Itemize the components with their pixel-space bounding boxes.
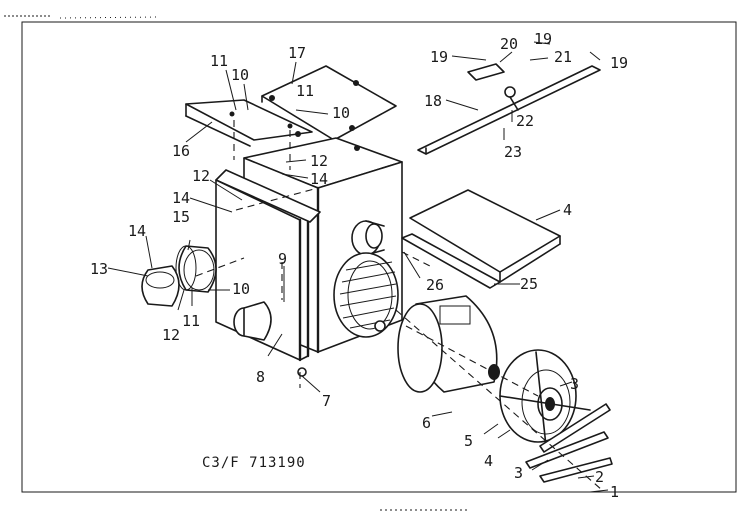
label-3-wheel: 3 bbox=[570, 375, 579, 393]
top-cover-plate bbox=[261, 65, 397, 141]
label-3-rail: 3 bbox=[514, 464, 523, 482]
slide-rail bbox=[401, 233, 501, 289]
label-13: 13 bbox=[90, 260, 108, 278]
label-12-collar: 12 bbox=[162, 326, 180, 344]
label-14-box: 14 bbox=[310, 170, 328, 188]
label-22: 22 bbox=[516, 112, 534, 130]
label-10-top-left: 10 bbox=[231, 66, 249, 84]
label-8: 8 bbox=[256, 368, 265, 386]
label-4-cover: 4 bbox=[563, 201, 572, 219]
callout-labels: 1 2 3 3 4 4 5 6 7 8 9 10 10 10 11 11 11 … bbox=[90, 30, 628, 501]
duct-collars bbox=[141, 245, 217, 307]
label-20: 20 bbox=[500, 35, 518, 53]
mounting-bracket bbox=[185, 99, 313, 147]
label-19-right: 19 bbox=[610, 54, 628, 72]
scan-artifacts bbox=[4, 15, 470, 511]
label-26: 26 bbox=[426, 276, 444, 294]
label-18: 18 bbox=[424, 92, 442, 110]
label-4-wheel: 4 bbox=[484, 452, 493, 470]
leader-lines bbox=[107, 41, 609, 493]
label-11-collar: 11 bbox=[182, 312, 200, 330]
label-12-box: 12 bbox=[310, 152, 328, 170]
diagram-caption: C3/F 713190 bbox=[202, 455, 306, 471]
label-19-left: 19 bbox=[430, 48, 448, 66]
access-cover-panel bbox=[409, 189, 561, 283]
assembly-lines bbox=[195, 120, 603, 491]
label-12-panel: 12 bbox=[192, 167, 210, 185]
blower-motor bbox=[397, 295, 500, 393]
bottom-rails bbox=[525, 403, 613, 483]
label-1: 1 bbox=[610, 483, 619, 501]
label-15: 15 bbox=[172, 208, 190, 226]
label-17: 17 bbox=[288, 44, 306, 62]
label-16: 16 bbox=[172, 142, 190, 160]
label-25: 25 bbox=[520, 275, 538, 293]
label-14-collar: 14 bbox=[128, 222, 146, 240]
top-rail-assembly bbox=[417, 63, 601, 155]
front-panel bbox=[215, 169, 321, 377]
label-7: 7 bbox=[322, 392, 331, 410]
label-10-top-cover: 10 bbox=[332, 104, 350, 122]
label-11-top-left: 11 bbox=[210, 52, 228, 70]
label-19-top: 19 bbox=[534, 30, 552, 48]
label-21: 21 bbox=[554, 48, 572, 66]
diagram-frame bbox=[21, 21, 737, 493]
label-2: 2 bbox=[595, 468, 604, 486]
label-14-panel: 14 bbox=[172, 189, 190, 207]
label-9: 9 bbox=[278, 250, 287, 268]
label-23: 23 bbox=[504, 143, 522, 161]
label-6: 6 bbox=[422, 414, 431, 432]
label-5: 5 bbox=[464, 432, 473, 450]
label-11-top-cover: 11 bbox=[296, 82, 314, 100]
label-10-collar: 10 bbox=[232, 280, 250, 298]
